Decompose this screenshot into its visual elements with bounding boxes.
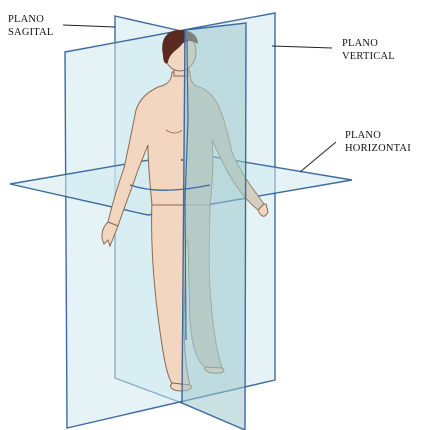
label-plano-vertical: PLANO VERTICAL: [342, 38, 395, 62]
vertical-leader-line: [272, 46, 332, 48]
label-plano-horizontal: PLANO HORIZONTAI: [345, 130, 411, 154]
label-plano-sagital: PLANO SAGITAL: [8, 14, 53, 38]
sagital-leader-line: [63, 25, 115, 27]
horizontal-leader-line: [300, 142, 336, 172]
sagittal-plane-front: [182, 23, 246, 430]
